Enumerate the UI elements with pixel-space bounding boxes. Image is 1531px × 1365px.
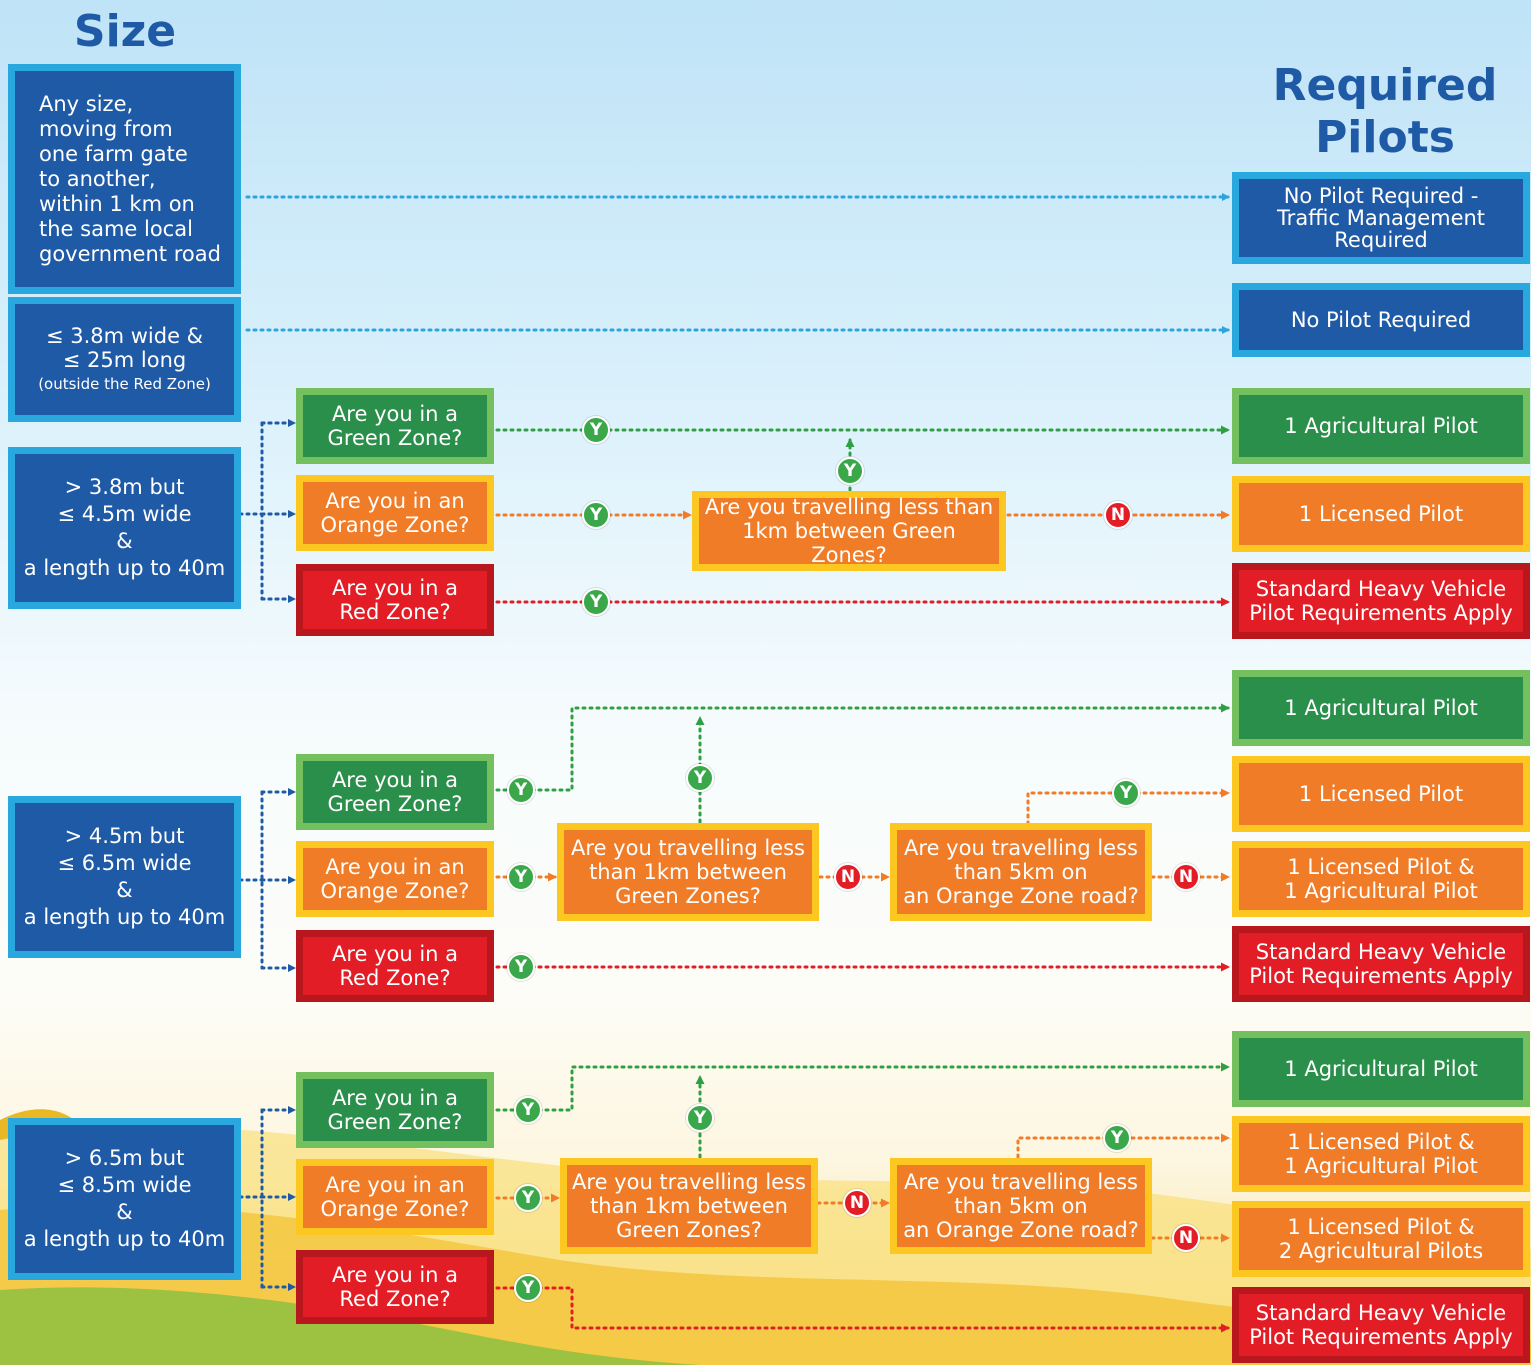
yes-badge: Y <box>1112 779 1140 807</box>
size-heading: Size <box>73 6 177 57</box>
q-less-5km-2: Are you travelling less than 5km on an O… <box>890 823 1152 921</box>
no-badge: N <box>843 1189 871 1217</box>
size-under-3-8m: ≤ 3.8m wide & ≤ 25m long (outside the Re… <box>8 297 241 422</box>
yes-badge: Y <box>507 863 535 891</box>
q-red-zone-3: Are you in a Red Zone? <box>296 1250 494 1324</box>
out-standard-1: Standard Heavy Vehicle Pilot Requirement… <box>1232 563 1530 639</box>
no-badge: N <box>1104 501 1132 529</box>
q-orange-zone-1: Are you in an Orange Zone? <box>296 475 494 551</box>
yes-badge: Y <box>582 416 610 444</box>
q-less-1km-3: Are you travelling less than 1km between… <box>560 1158 818 1254</box>
q-orange-zone-2: Are you in an Orange Zone? <box>296 841 494 917</box>
out-standard-3: Standard Heavy Vehicle Pilot Requirement… <box>1232 1287 1530 1363</box>
yes-badge: Y <box>582 588 610 616</box>
out-standard-2: Standard Heavy Vehicle Pilot Requirement… <box>1232 926 1530 1002</box>
out-1-lic-1: 1 Licensed Pilot <box>1232 476 1530 552</box>
out-no-pilot-tm: No Pilot Required - Traffic Management R… <box>1232 172 1530 264</box>
no-badge: N <box>1172 1224 1200 1252</box>
q-less-1km-2: Are you travelling less than 1km between… <box>557 823 819 921</box>
no-badge: N <box>1172 863 1200 891</box>
yes-badge: Y <box>686 764 714 792</box>
out-1-ag-3: 1 Agricultural Pilot <box>1232 1031 1530 1107</box>
yes-badge: Y <box>507 953 535 981</box>
yes-badge: Y <box>507 776 535 804</box>
yes-badge: Y <box>686 1104 714 1132</box>
size-any-farm-gate: Any size, moving from one farm gate to a… <box>8 64 241 294</box>
out-1-ag-2: 1 Agricultural Pilot <box>1232 670 1530 746</box>
out-1-lic-2: 1 Licensed Pilot <box>1232 756 1530 832</box>
no-badge: N <box>834 863 862 891</box>
out-1-ag-1: 1 Agricultural Pilot <box>1232 388 1530 464</box>
out-no-pilot: No Pilot Required <box>1232 283 1530 357</box>
q-red-zone-1: Are you in a Red Zone? <box>296 564 494 636</box>
q-red-zone-2: Are you in a Red Zone? <box>296 930 494 1002</box>
yes-badge: Y <box>514 1184 542 1212</box>
yes-badge: Y <box>582 501 610 529</box>
q-green-zone-2: Are you in a Green Zone? <box>296 754 494 830</box>
q-green-zone-1: Are you in a Green Zone? <box>296 388 494 464</box>
size-6-5m-to-8-5m: > 6.5m but ≤ 8.5m wide & a length up to … <box>8 1118 241 1280</box>
yes-badge: Y <box>514 1096 542 1124</box>
size-3-8m-to-4-5m: > 3.8m but ≤ 4.5m wide & a length up to … <box>8 447 241 609</box>
out-1-lic-1-ag-2: 1 Licensed Pilot & 1 Agricultural Pilot <box>1232 841 1530 917</box>
size-4-5m-to-6-5m: > 4.5m but ≤ 6.5m wide & a length up to … <box>8 796 241 958</box>
size-under-3-8m-text: ≤ 3.8m wide & ≤ 25m long <box>45 323 204 372</box>
required-pilots-heading: Required Pilots <box>1272 60 1498 163</box>
outside-red-zone-note: (outside the Red Zone) <box>38 374 211 393</box>
out-1-lic-1-ag-3: 1 Licensed Pilot & 1 Agricultural Pilot <box>1232 1116 1530 1192</box>
yes-badge: Y <box>836 457 864 485</box>
q-orange-zone-3: Are you in an Orange Zone? <box>296 1159 494 1235</box>
out-1-lic-2-ag-3: 1 Licensed Pilot & 2 Agricultural Pilots <box>1232 1201 1530 1277</box>
yes-badge: Y <box>1103 1124 1131 1152</box>
q-green-zone-3: Are you in a Green Zone? <box>296 1072 494 1148</box>
yes-badge: Y <box>514 1274 542 1302</box>
q-less-1km-1: Are you travelling less than 1km between… <box>692 491 1006 571</box>
q-less-5km-3: Are you travelling less than 5km on an O… <box>890 1158 1152 1254</box>
